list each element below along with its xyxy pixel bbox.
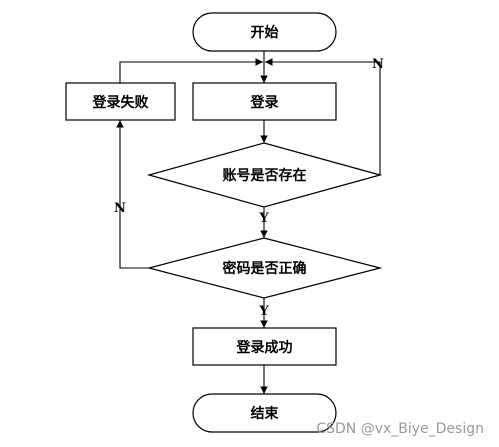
account-exists-decision: 账号是否存在 — [146, 142, 383, 208]
password-no-label: N — [114, 201, 126, 216]
watermark: CSDN @vx_Biye_Design — [316, 421, 484, 437]
end-label: 结束 — [251, 405, 280, 422]
start-label: 开始 — [251, 24, 279, 41]
login-success-label: 登录成功 — [236, 339, 293, 356]
account-no-label: N — [372, 57, 384, 72]
failed-to-login-arrow — [119, 58, 263, 83]
login-node: 登录 — [192, 82, 337, 121]
login-label: 登录 — [250, 94, 279, 111]
password-yes-label: Y — [258, 304, 269, 319]
start-node: 开始 — [192, 12, 337, 52]
account-yes-label: Y — [258, 211, 269, 226]
login-success-node: 登录成功 — [192, 327, 337, 366]
end-node: 结束 — [192, 393, 337, 433]
password-correct-decision: 密码是否正确 — [146, 237, 383, 299]
account-no-loop-arrow — [265, 58, 381, 175]
password-no-arrow — [116, 120, 149, 269]
password-correct-label: 密码是否正确 — [222, 260, 307, 277]
login-failed-label: 登录失败 — [92, 94, 150, 111]
account-exists-label: 账号是否存在 — [223, 167, 307, 184]
login-failed-node: 登录失败 — [65, 82, 176, 121]
